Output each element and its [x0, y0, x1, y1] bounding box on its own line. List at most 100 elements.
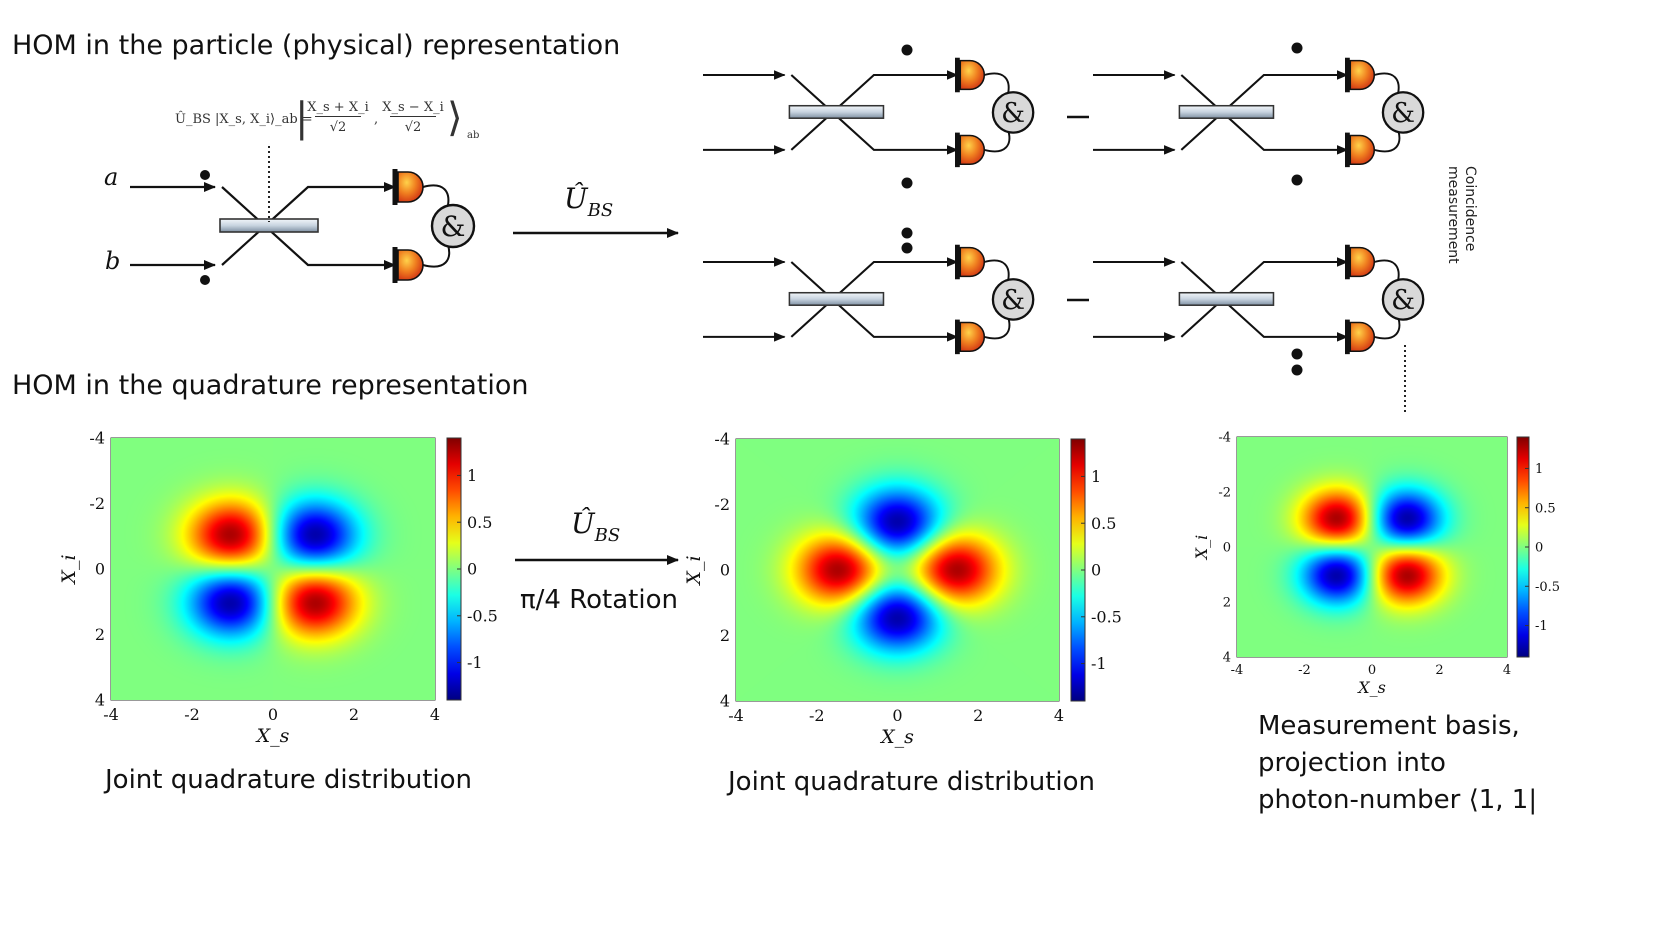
plot1-xtick-label-1: -2	[184, 705, 200, 724]
rotation-label: π/4 Rotation	[520, 585, 678, 615]
case3-path-b-a	[790, 257, 959, 338]
equation-den1: √2	[329, 120, 347, 135]
port-b-label: b	[105, 247, 121, 275]
plot2-xtick-label-2: 0	[892, 706, 902, 725]
case1-beam-splitter	[788, 104, 885, 119]
equation-num2: X_s − X_i	[382, 100, 444, 115]
case2-coincidence-circle	[1381, 91, 1425, 134]
plot3-cb-label-2: 0	[1535, 541, 1543, 556]
photon-dot-0	[901, 44, 913, 56]
photon-dot-1	[901, 177, 913, 189]
case4-coincidence-symbol: &	[1391, 285, 1415, 316]
photon-dot-7	[1291, 364, 1303, 376]
plot1-xtick-label-4: 4	[430, 705, 440, 724]
case3-coincidence-circle	[991, 278, 1035, 321]
plot3-xtick-label-3: 2	[1435, 663, 1443, 678]
plot3-heatmap-field	[1237, 437, 1507, 657]
main-path-a-b	[221, 186, 396, 270]
case3-path-a-b	[790, 261, 959, 342]
case4-coincidence-circle	[1381, 278, 1425, 321]
plot2-ytick-label-2: 0	[720, 561, 730, 580]
equation-lhs: Û_BS |X_s, X_i⟩_ab =	[175, 112, 313, 127]
case2-wire-bottom	[1374, 130, 1401, 153]
plot1-xlabel: X_s	[255, 725, 290, 747]
plot2-ytick-label-4: 4	[720, 692, 730, 711]
plot1-cb-label-2: 0	[467, 560, 477, 579]
photon-dot-6	[1291, 348, 1303, 360]
plot2-cb-label-3: -0.5	[1091, 607, 1122, 626]
case3-hom-unit: &	[703, 244, 1035, 355]
main-detector-top	[397, 171, 424, 203]
equation-num1: X_s + X_i	[307, 100, 369, 115]
plot1-ytick-label-2: 0	[95, 560, 105, 579]
plot3-cb-label-1: 0.5	[1535, 501, 1556, 516]
plot3-cb-label-3: -0.5	[1535, 580, 1560, 595]
case1-path-a-b	[790, 74, 959, 155]
plot2-cb-label-0: 1	[1091, 467, 1101, 486]
case2-wire-top	[1374, 72, 1400, 93]
plot2-cb-label-1: 0.5	[1091, 514, 1116, 533]
main-detector-bottom	[397, 249, 424, 281]
case4-wire-top	[1374, 259, 1400, 280]
port-a-label: a	[104, 163, 119, 191]
coincidence-measurement-label: Coincidence measurement	[1445, 166, 1478, 264]
main-coincidence-symbol: &	[441, 210, 466, 243]
main-wire-top	[422, 184, 450, 206]
case4-path-a-b	[1180, 261, 1349, 342]
main-coincidence-circle	[430, 203, 476, 249]
plot3-ytick-label-3: 2	[1223, 596, 1231, 611]
main-photon-dot-1	[200, 275, 210, 285]
case4-path-b-a	[1180, 257, 1349, 338]
plot2-xtick-label-4: 4	[1054, 706, 1064, 725]
plot3-caption: Measurement basis, projection into photo…	[1258, 711, 1538, 815]
case1-hom-unit: &	[703, 57, 1035, 168]
plot2-heatmap-field	[736, 439, 1059, 701]
case1-wire-top	[984, 72, 1010, 93]
main-wire-bottom	[422, 244, 451, 268]
plot3-cb-label-4: -1	[1535, 619, 1548, 634]
main-photon-dot-0	[200, 170, 210, 180]
operator-u-bs-bottom: ÛBS	[571, 507, 621, 546]
plot1-xtick-label-2: 0	[268, 705, 278, 724]
case1-coincidence-circle	[991, 91, 1035, 134]
plot1-xtick-label-3: 2	[349, 705, 359, 724]
plot2-ytick-label-1: -2	[714, 495, 730, 514]
particle-representation-title: HOM in the particle (physical) represent…	[12, 30, 621, 61]
plot1-cb-label-3: -0.5	[467, 606, 498, 625]
plot1-heatmap-field	[111, 438, 435, 700]
photon-dot-5	[1291, 174, 1303, 186]
photon-dot-2	[901, 227, 913, 239]
plot2-ylabel: X_i	[685, 555, 705, 586]
photon-dot-4	[1291, 42, 1303, 54]
plot2-xtick-label-1: -2	[809, 706, 825, 725]
plot1-ytick-label-3: 2	[95, 625, 105, 644]
plot1-xtick-label-0: -4	[103, 705, 119, 724]
equation-subscript: ab	[467, 130, 480, 141]
plot3-cb-label-0: 1	[1535, 462, 1543, 477]
case4-hom-unit: &	[1093, 244, 1425, 355]
plot3-xtick-label-0: -4	[1231, 663, 1244, 678]
case2-detector-bottom	[1349, 134, 1375, 166]
case2-hom-unit: &	[1093, 57, 1425, 168]
case1-coincidence-symbol: &	[1001, 98, 1025, 129]
case1-wire-bottom	[984, 130, 1011, 153]
case3-detector-top	[959, 246, 985, 278]
case3-detector-bottom	[959, 321, 985, 353]
case4-beam-splitter	[1178, 291, 1275, 306]
photon-dot-3	[901, 242, 913, 254]
plot3-xtick-label-1: -2	[1298, 663, 1311, 678]
case3-beam-splitter	[788, 291, 885, 306]
plot1-ytick-label-4: 4	[95, 691, 105, 710]
plot3-ytick-label-4: 4	[1223, 651, 1231, 666]
beam-splitter-equation: Û_BS |X_s, X_i⟩_ab = | X_s + X_i √2 , X_…	[175, 95, 480, 141]
plot1-caption: Joint quadrature distribution	[105, 765, 472, 795]
plot2-xlabel: X_s	[879, 726, 914, 748]
plot3-ytick-label-0: -4	[1218, 431, 1231, 446]
case3-coincidence-symbol: &	[1001, 285, 1025, 316]
case2-path-a-b	[1180, 74, 1349, 155]
plot3-ylabel: X_i	[1192, 535, 1211, 562]
